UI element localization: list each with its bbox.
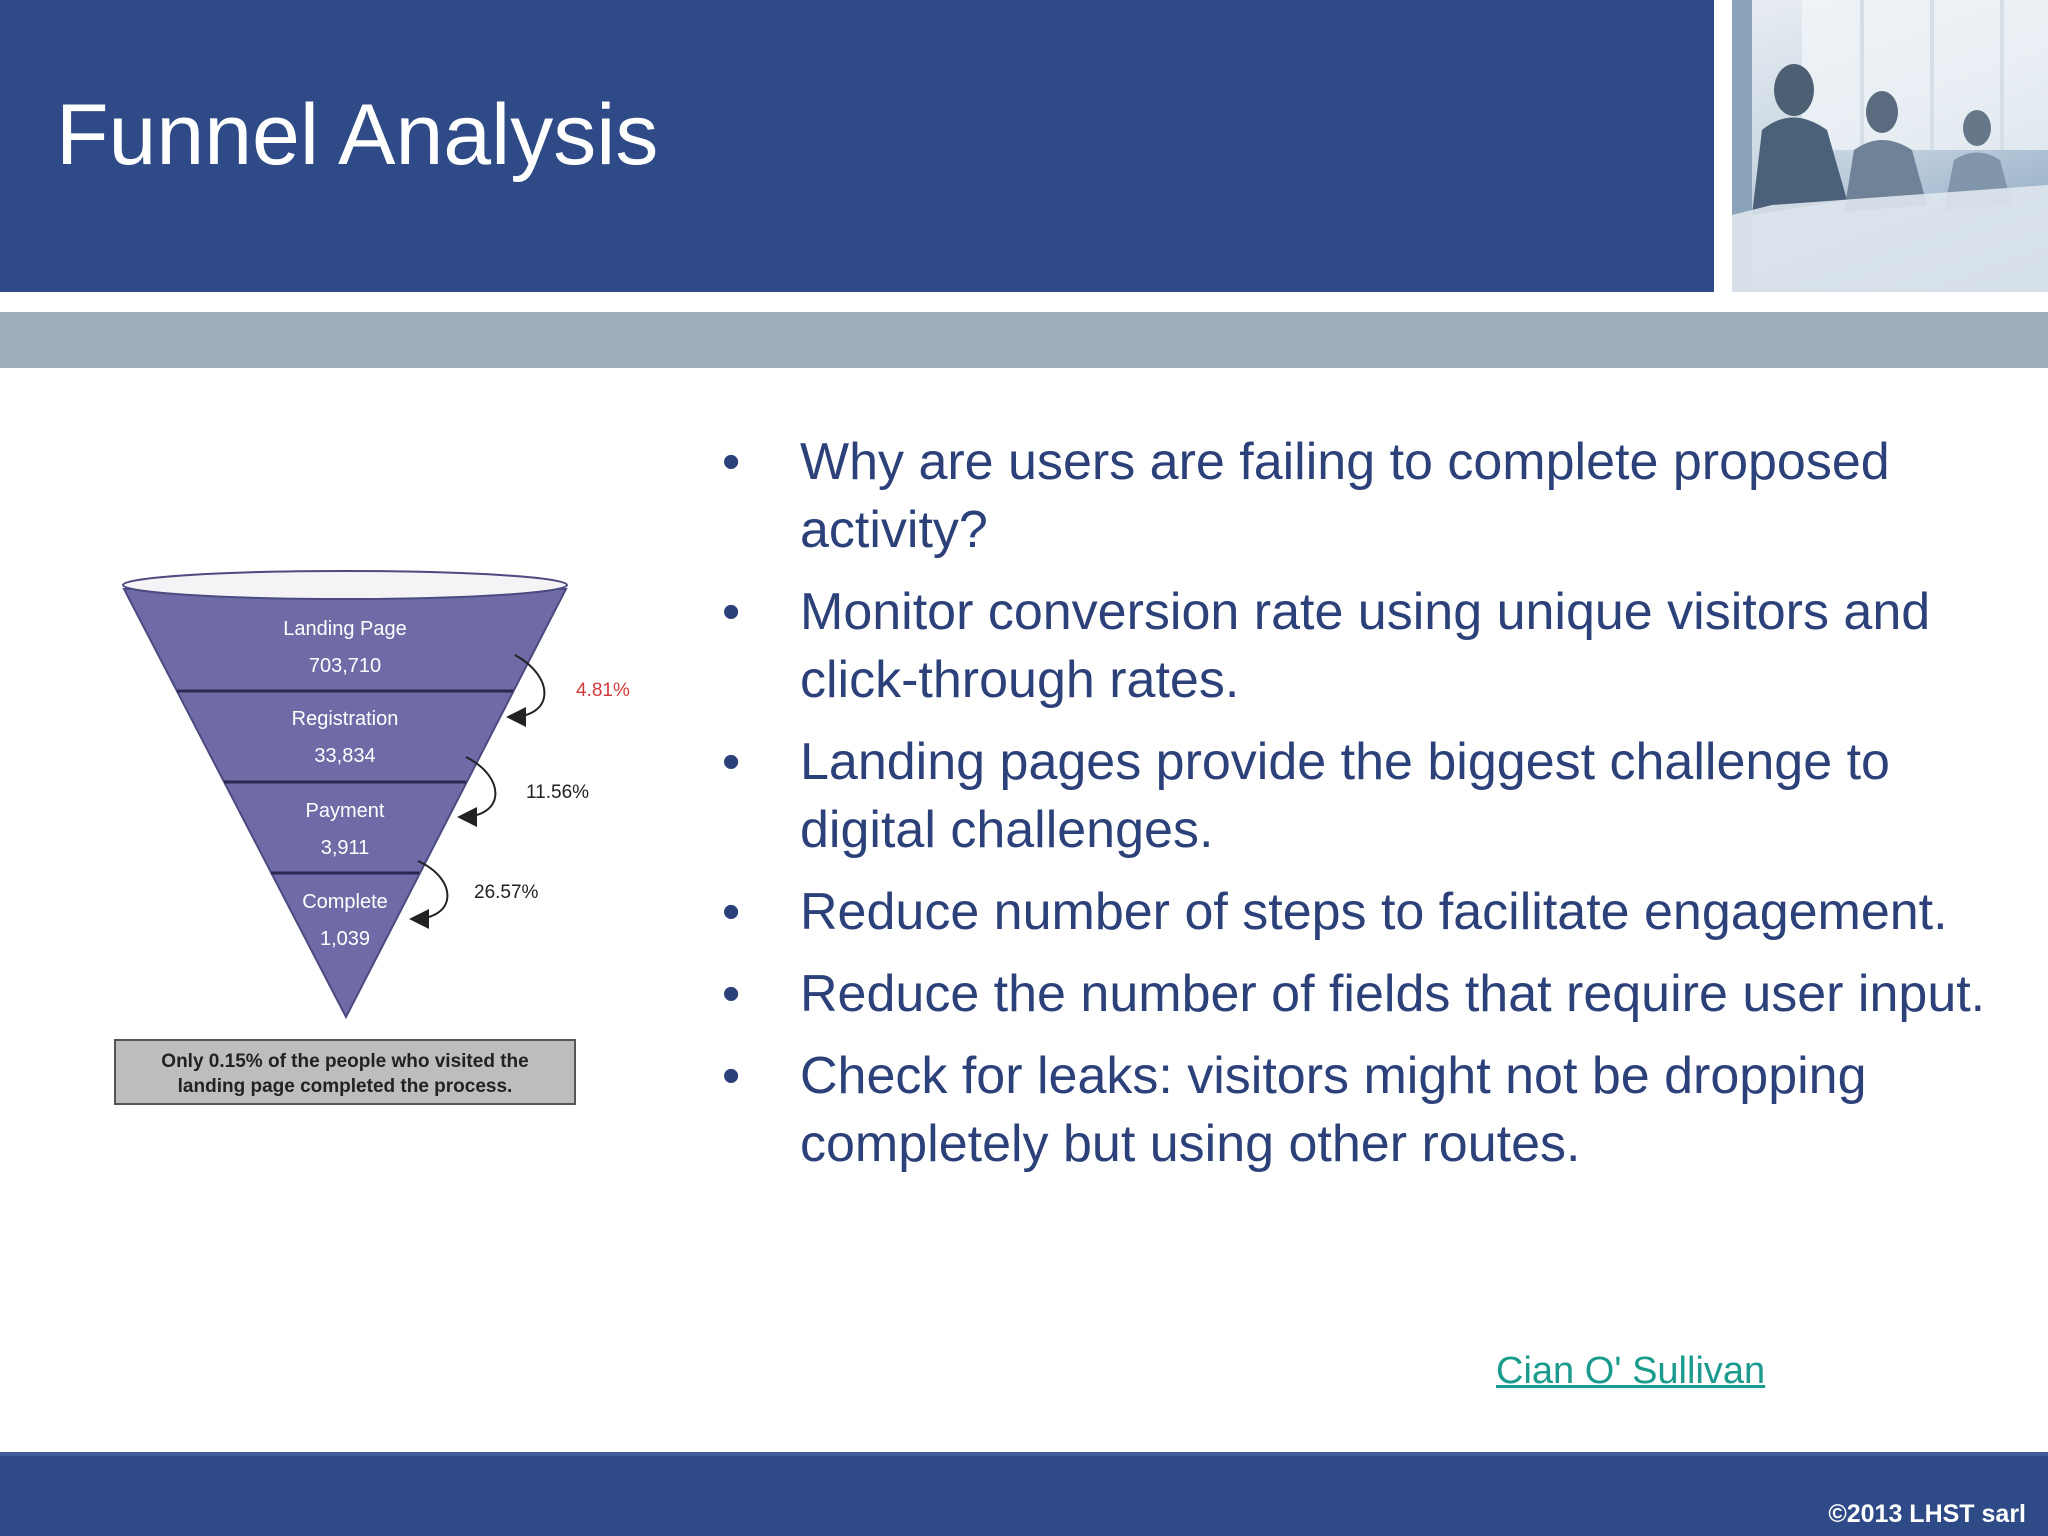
conversion-rate: 11.56%	[526, 782, 589, 803]
bullet-list: • Why are users are failing to complete p…	[712, 428, 2012, 1192]
conversion-arrow	[409, 860, 449, 929]
bullet-marker: •	[722, 583, 741, 641]
bullet-marker: •	[722, 1047, 741, 1105]
conversion-rate: 26.57%	[474, 882, 539, 903]
funnel-caption-line: Only 0.15% of the people who visited the	[161, 1051, 528, 1072]
bullet-marker: •	[722, 733, 741, 791]
stage-value: 1,039	[320, 928, 370, 950]
bullet-marker: •	[722, 965, 741, 1023]
bullet-text: Landing pages provide the biggest challe…	[800, 733, 1890, 859]
accent-band	[0, 312, 2048, 368]
author-credit-link[interactable]: Cian O' Sullivan	[1496, 1350, 1766, 1392]
bullet-marker: •	[722, 883, 741, 941]
bullet-text: Check for leaks: visitors might not be d…	[800, 1047, 1867, 1173]
funnel-rim	[122, 570, 568, 600]
slide-title: Funnel Analysis	[56, 87, 659, 183]
funnel-caption-box	[114, 1039, 576, 1105]
stage-value: 3,911	[321, 837, 370, 859]
funnel-diagram: Landing Page 703,710 Registration 33,834…	[114, 570, 630, 1105]
stage-label: Payment	[306, 800, 385, 822]
stage-label: Landing Page	[283, 618, 406, 640]
conversion-rate-highlight: 4.81%	[576, 680, 630, 701]
bullet-text: Reduce number of steps to facilitate eng…	[800, 883, 1948, 941]
bullet-item: • Why are users are failing to complete p…	[712, 428, 2012, 564]
footer-band	[0, 1452, 2048, 1536]
copyright-notice: ©2013 LHST sarl	[1828, 1500, 2026, 1528]
bullet-text: Why are users are failing to complete pr…	[800, 433, 1890, 559]
funnel-caption-line: landing page completed the process.	[178, 1076, 513, 1097]
header-meeting-photo	[1732, 0, 2048, 292]
bullet-item: • Landing pages provide the biggest chall…	[712, 728, 2012, 864]
bullet-marker: •	[722, 433, 741, 491]
conversion-arrow	[506, 654, 546, 727]
bullet-text: Reduce the number of fields that require…	[800, 965, 1986, 1023]
photo-divider	[1714, 0, 1732, 292]
stage-value: 703,710	[309, 655, 381, 677]
stage-label: Complete	[302, 891, 388, 913]
header-band	[0, 0, 1714, 292]
stage-label: Registration	[292, 708, 399, 730]
bullet-item: • Reduce number of steps to facilitate en…	[712, 878, 2012, 946]
stage-value: 33,834	[314, 745, 375, 767]
bullet-text: Monitor conversion rate using unique vis…	[800, 583, 1931, 709]
bullet-item: • Check for leaks: visitors might not be …	[712, 1042, 2012, 1178]
bullet-item: • Monitor conversion rate using unique vi…	[712, 578, 2012, 714]
bullet-item: • Reduce the number of fields that requir…	[712, 960, 2012, 1028]
header-gap	[0, 292, 2048, 312]
conversion-arrow	[457, 756, 497, 827]
